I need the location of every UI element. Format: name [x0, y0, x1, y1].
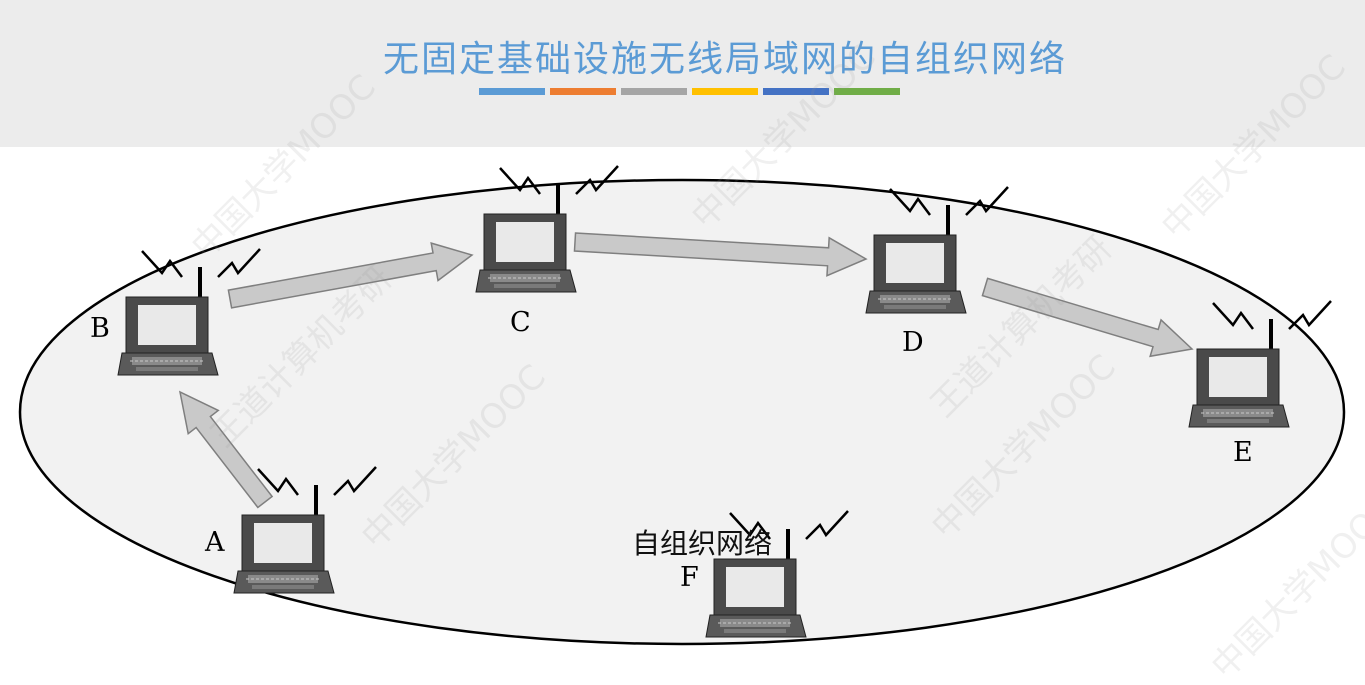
signal-icon: [333, 466, 377, 496]
signal-icon: [257, 468, 299, 496]
title-bar-gray: [621, 88, 687, 95]
network-label: 自组织网络: [632, 527, 773, 560]
node-label-c: C: [510, 307, 531, 338]
diagram-area: B C D E A F 自组织网络: [0, 147, 1365, 685]
signal-icon: [1288, 300, 1332, 330]
signal-icon: [965, 186, 1009, 216]
title-bar-orange: [550, 88, 616, 95]
node-label-d: D: [902, 327, 924, 358]
laptop-node-f: [705, 510, 849, 638]
node-label-e: E: [1233, 437, 1253, 468]
laptop-node-e: [1188, 300, 1332, 428]
laptops: [117, 165, 1332, 638]
arrow-b-to-c: [227, 242, 474, 309]
arrow-c-to-d: [573, 232, 868, 277]
laptop-node-a: [233, 466, 377, 594]
signal-icon: [1212, 302, 1254, 330]
laptop-node-d: [865, 186, 1009, 314]
signal-icon: [889, 188, 931, 216]
title-bar-blue: [479, 88, 545, 95]
title-bar-yellow: [692, 88, 758, 95]
signal-icon: [217, 248, 261, 278]
title-color-bars: [479, 88, 909, 96]
node-label-f: F: [680, 562, 699, 593]
node-label-a: A: [205, 527, 225, 558]
title-bar-darkblue: [763, 88, 829, 95]
signal-icon: [499, 167, 541, 195]
arrow-d-to-e: [981, 277, 1194, 358]
slide-title: 无固定基础设施无线局域网的自组织网络: [382, 39, 1067, 80]
laptop-node-b: [117, 248, 261, 376]
signal-icon: [575, 165, 619, 195]
signal-icon: [729, 512, 771, 540]
route-arrows: [178, 232, 1194, 509]
adhoc-network-diagram: [18, 165, 1346, 646]
signal-icon: [805, 510, 849, 540]
node-label-b: B: [90, 313, 110, 344]
title-bar-green: [834, 88, 900, 95]
signal-icon: [141, 250, 183, 278]
arrow-a-to-b: [178, 390, 274, 509]
laptop-node-c: [475, 165, 619, 293]
